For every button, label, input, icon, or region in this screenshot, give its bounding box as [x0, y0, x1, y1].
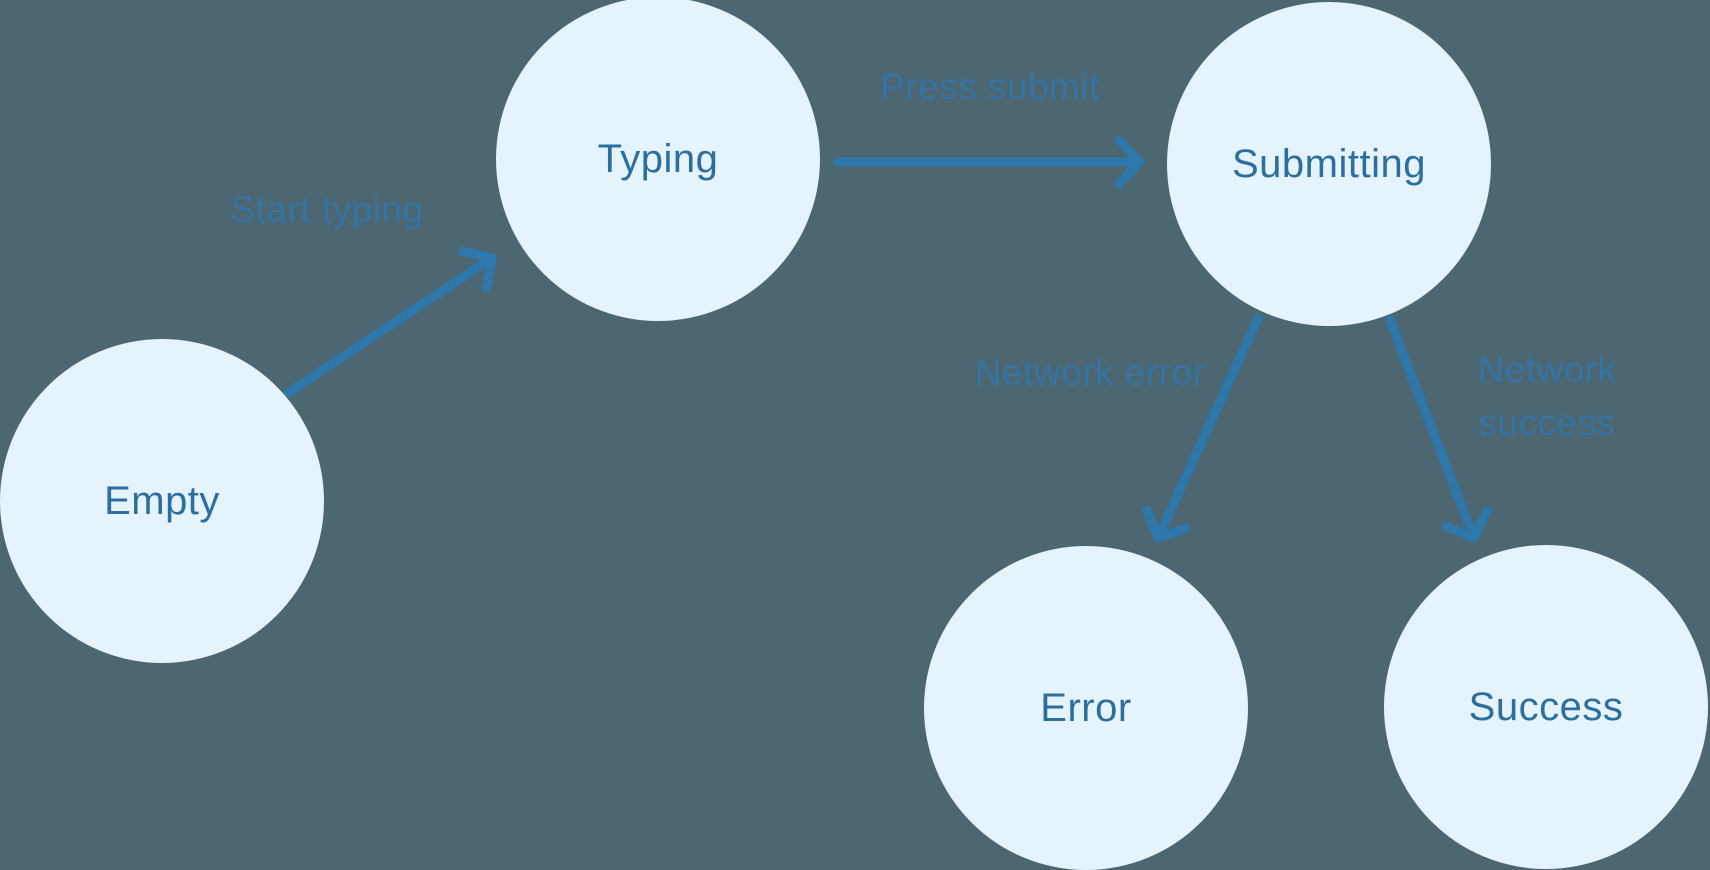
arrow-submitting-to-error — [1142, 313, 1263, 543]
state-node-typing: Typing — [496, 0, 820, 321]
state-node-success: Success — [1384, 545, 1708, 869]
state-label-empty: Empty — [104, 478, 220, 523]
state-label-error: Error — [1040, 685, 1132, 730]
state-node-submitting: Submitting — [1167, 2, 1491, 326]
state-node-error: Error — [924, 546, 1248, 870]
state-label-typing: Typing — [597, 136, 719, 181]
transition-label-start-typing: Start typing — [230, 189, 424, 230]
transition-label-network-success: Network success — [1477, 349, 1617, 443]
arrow-empty-to-typing — [283, 246, 497, 398]
transition-label-press-submit: Press submit — [880, 66, 1100, 107]
state-label-success: Success — [1468, 684, 1624, 729]
state-label-submitting: Submitting — [1232, 141, 1426, 186]
transition-label-network-error: Network error — [974, 352, 1206, 393]
arrow-submitting-to-success — [1385, 315, 1492, 543]
state-node-empty: Empty — [0, 339, 324, 663]
